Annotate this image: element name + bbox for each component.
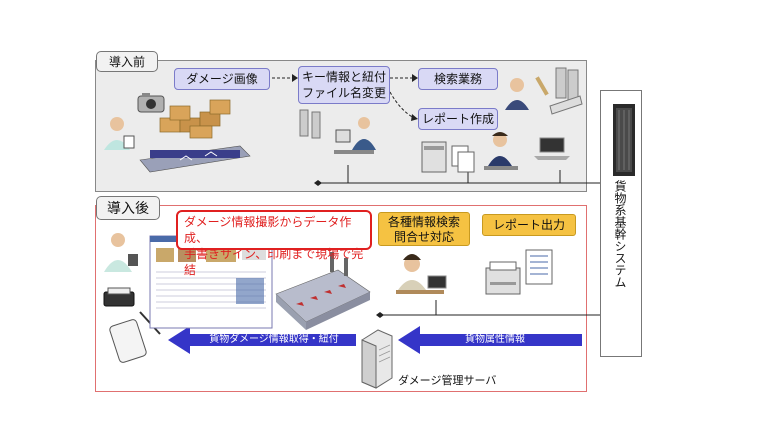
documents-icon [451, 145, 475, 173]
onsite-callout: ダメージ情報撮影からデータ作成、 手書きサイン、印刷まで現場で完結 [176, 210, 372, 277]
laptop-icon [534, 137, 570, 160]
businessman-icon [505, 67, 583, 115]
printer-icon [485, 261, 521, 295]
onsite-callout-line1: ダメージ情報撮影からデータ作成、 [184, 215, 352, 245]
management-server-icon [361, 329, 393, 389]
mobile-printer-icon [103, 287, 135, 307]
tablet-worker-icon [104, 233, 138, 272]
report-output-label: レポート出力 [482, 214, 576, 236]
key-info-line2: ファイル名変更 [301, 86, 386, 100]
damage-image-label: ダメージ画像 [174, 68, 270, 90]
report-create-label: レポート作成 [418, 108, 498, 130]
damage-server-label: ダメージ管理サーバ [398, 374, 497, 387]
left-arrow-label: 貨物ダメージ情報取得・紐付 [209, 334, 339, 345]
right-arrow-shape [398, 326, 582, 354]
office-woman-icon [484, 132, 518, 170]
call-center-icon [396, 254, 447, 294]
onsite-callout-line2: 手書きサイン、印刷まで現場で完結 [184, 247, 364, 277]
search-inquiry-line1: 各種情報検索 [387, 215, 460, 229]
camera-icon [137, 93, 165, 113]
airport-building-icon [139, 145, 251, 173]
copier-icon [421, 141, 447, 173]
search-inquiry-label: 各種情報検索 問合せ対応 [378, 212, 470, 246]
cargo-boxes-icon [159, 99, 231, 139]
before-flow-arrows [272, 77, 415, 119]
server-rack-icon [613, 104, 635, 176]
core-system-label: 貨物系基幹システム [613, 180, 627, 288]
right-arrow-label: 貨物属性情報 [465, 334, 525, 345]
office-worker-icon [299, 109, 376, 154]
before-tag: 導入前 [96, 51, 159, 72]
key-info-label: キー情報と紐付 ファイル名変更 [298, 66, 390, 104]
search-work-label: 検索業務 [418, 68, 498, 90]
after-connectors [380, 300, 600, 316]
search-inquiry-line2: 問合せ対応 [393, 230, 454, 244]
worker-icon [104, 117, 135, 150]
after-tag: 導入後 [96, 196, 160, 220]
key-info-line1: キー情報と紐付 [301, 70, 386, 84]
before-connector-dot [314, 180, 322, 186]
airport-terminal-icon [275, 252, 371, 330]
app-screenshot [149, 235, 273, 329]
left-arrow-shape [168, 326, 356, 354]
document-icon [525, 249, 553, 285]
before-connectors [318, 165, 600, 184]
